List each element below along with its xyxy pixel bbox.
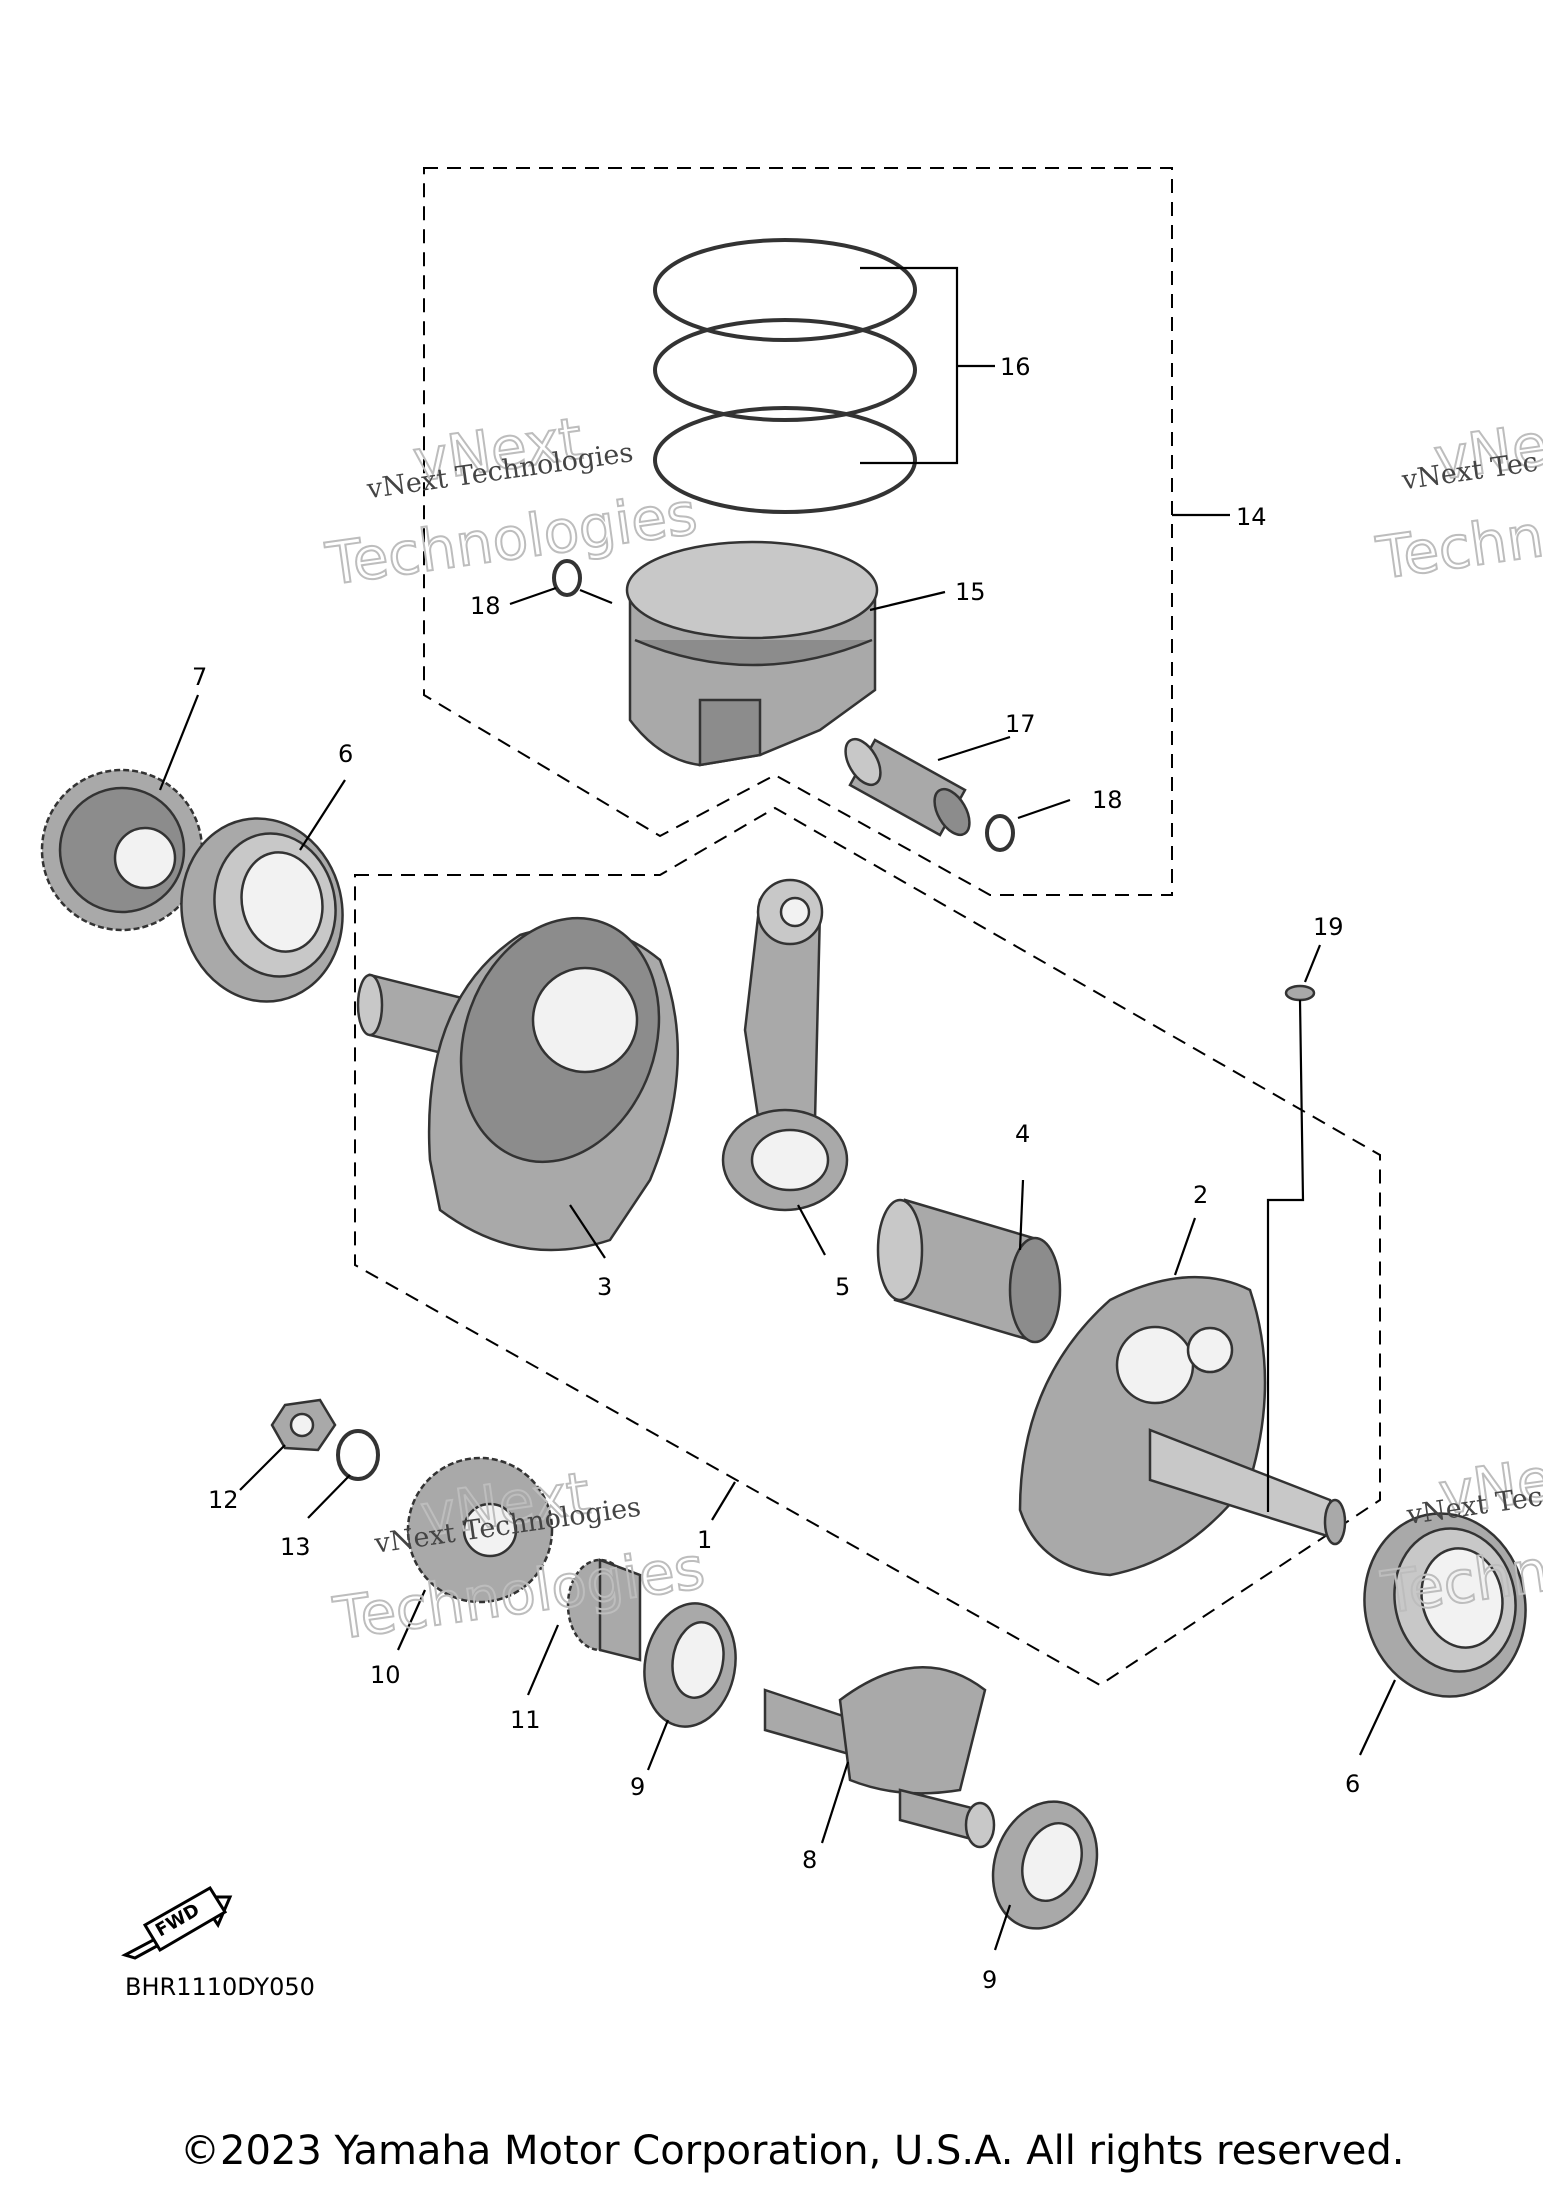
crankshaft-assembly-group-outline: [354, 806, 1381, 1687]
crankshaft-right-half: [1018, 1275, 1347, 1577]
diagram-code: BHR1110DY050: [125, 1973, 315, 2001]
callout-9: 9: [982, 1966, 997, 1994]
piston-rings: [653, 238, 917, 514]
callout-14: 14: [1236, 503, 1267, 531]
balancer-gear: [406, 1456, 554, 1604]
fwd-arrow: FWD: [121, 1885, 233, 1960]
bearing-left: [180, 817, 344, 1003]
callout-8: 8: [802, 1846, 817, 1874]
leader-lines: [158, 266, 1396, 1951]
bearing-right: [1363, 1512, 1527, 1698]
callout-4: 4: [1015, 1120, 1030, 1148]
bearing: [991, 1800, 1099, 1930]
svg-text:vNe: vNe: [1435, 1445, 1543, 1528]
callout-1: 1: [697, 1526, 712, 1554]
callout-18: 18: [1092, 786, 1123, 814]
callout-9: 9: [630, 1773, 645, 1801]
lock-washer: [336, 1429, 380, 1481]
callout-16: 16: [1000, 353, 1031, 381]
drive-gear: [40, 768, 204, 932]
timing-gear: [566, 1558, 642, 1662]
callout-6: 6: [338, 740, 353, 768]
piston-pin: [844, 737, 971, 837]
circlip: [985, 814, 1015, 852]
connecting-rod: [721, 878, 849, 1212]
piston-kit-group-outline: [423, 167, 1173, 896]
callout-12: 12: [208, 1486, 239, 1514]
callout-7: 7: [192, 663, 207, 691]
circlip: [552, 559, 582, 597]
callout-11: 11: [510, 1706, 541, 1734]
callout-2: 2: [1193, 1181, 1208, 1209]
svg-text:vNe: vNe: [1430, 410, 1543, 493]
woodruff-key: [1284, 984, 1316, 1002]
callout-17: 17: [1005, 710, 1036, 738]
callout-18: 18: [470, 592, 501, 620]
balancer-shaft: [763, 1666, 996, 1849]
piston: [625, 540, 879, 767]
crankshaft-left-half: [356, 916, 680, 1252]
callout-10: 10: [370, 1661, 401, 1689]
copyright-notice: ©2023 Yamaha Motor Corporation, U.S.A. A…: [180, 2128, 1405, 2174]
callout-3: 3: [597, 1273, 612, 1301]
callout-6: 6: [1345, 1770, 1360, 1798]
crank-pin: [876, 1198, 1062, 1344]
callout-5: 5: [835, 1273, 850, 1301]
bearing: [643, 1602, 737, 1728]
svg-text:Techn: Techn: [1372, 502, 1543, 593]
nut: [270, 1398, 337, 1452]
callout-15: 15: [955, 578, 986, 606]
watermark-cut: vNe Techn vNext Tec: [1371, 409, 1543, 593]
callout-19: 19: [1313, 913, 1344, 941]
callout-13: 13: [280, 1533, 311, 1561]
